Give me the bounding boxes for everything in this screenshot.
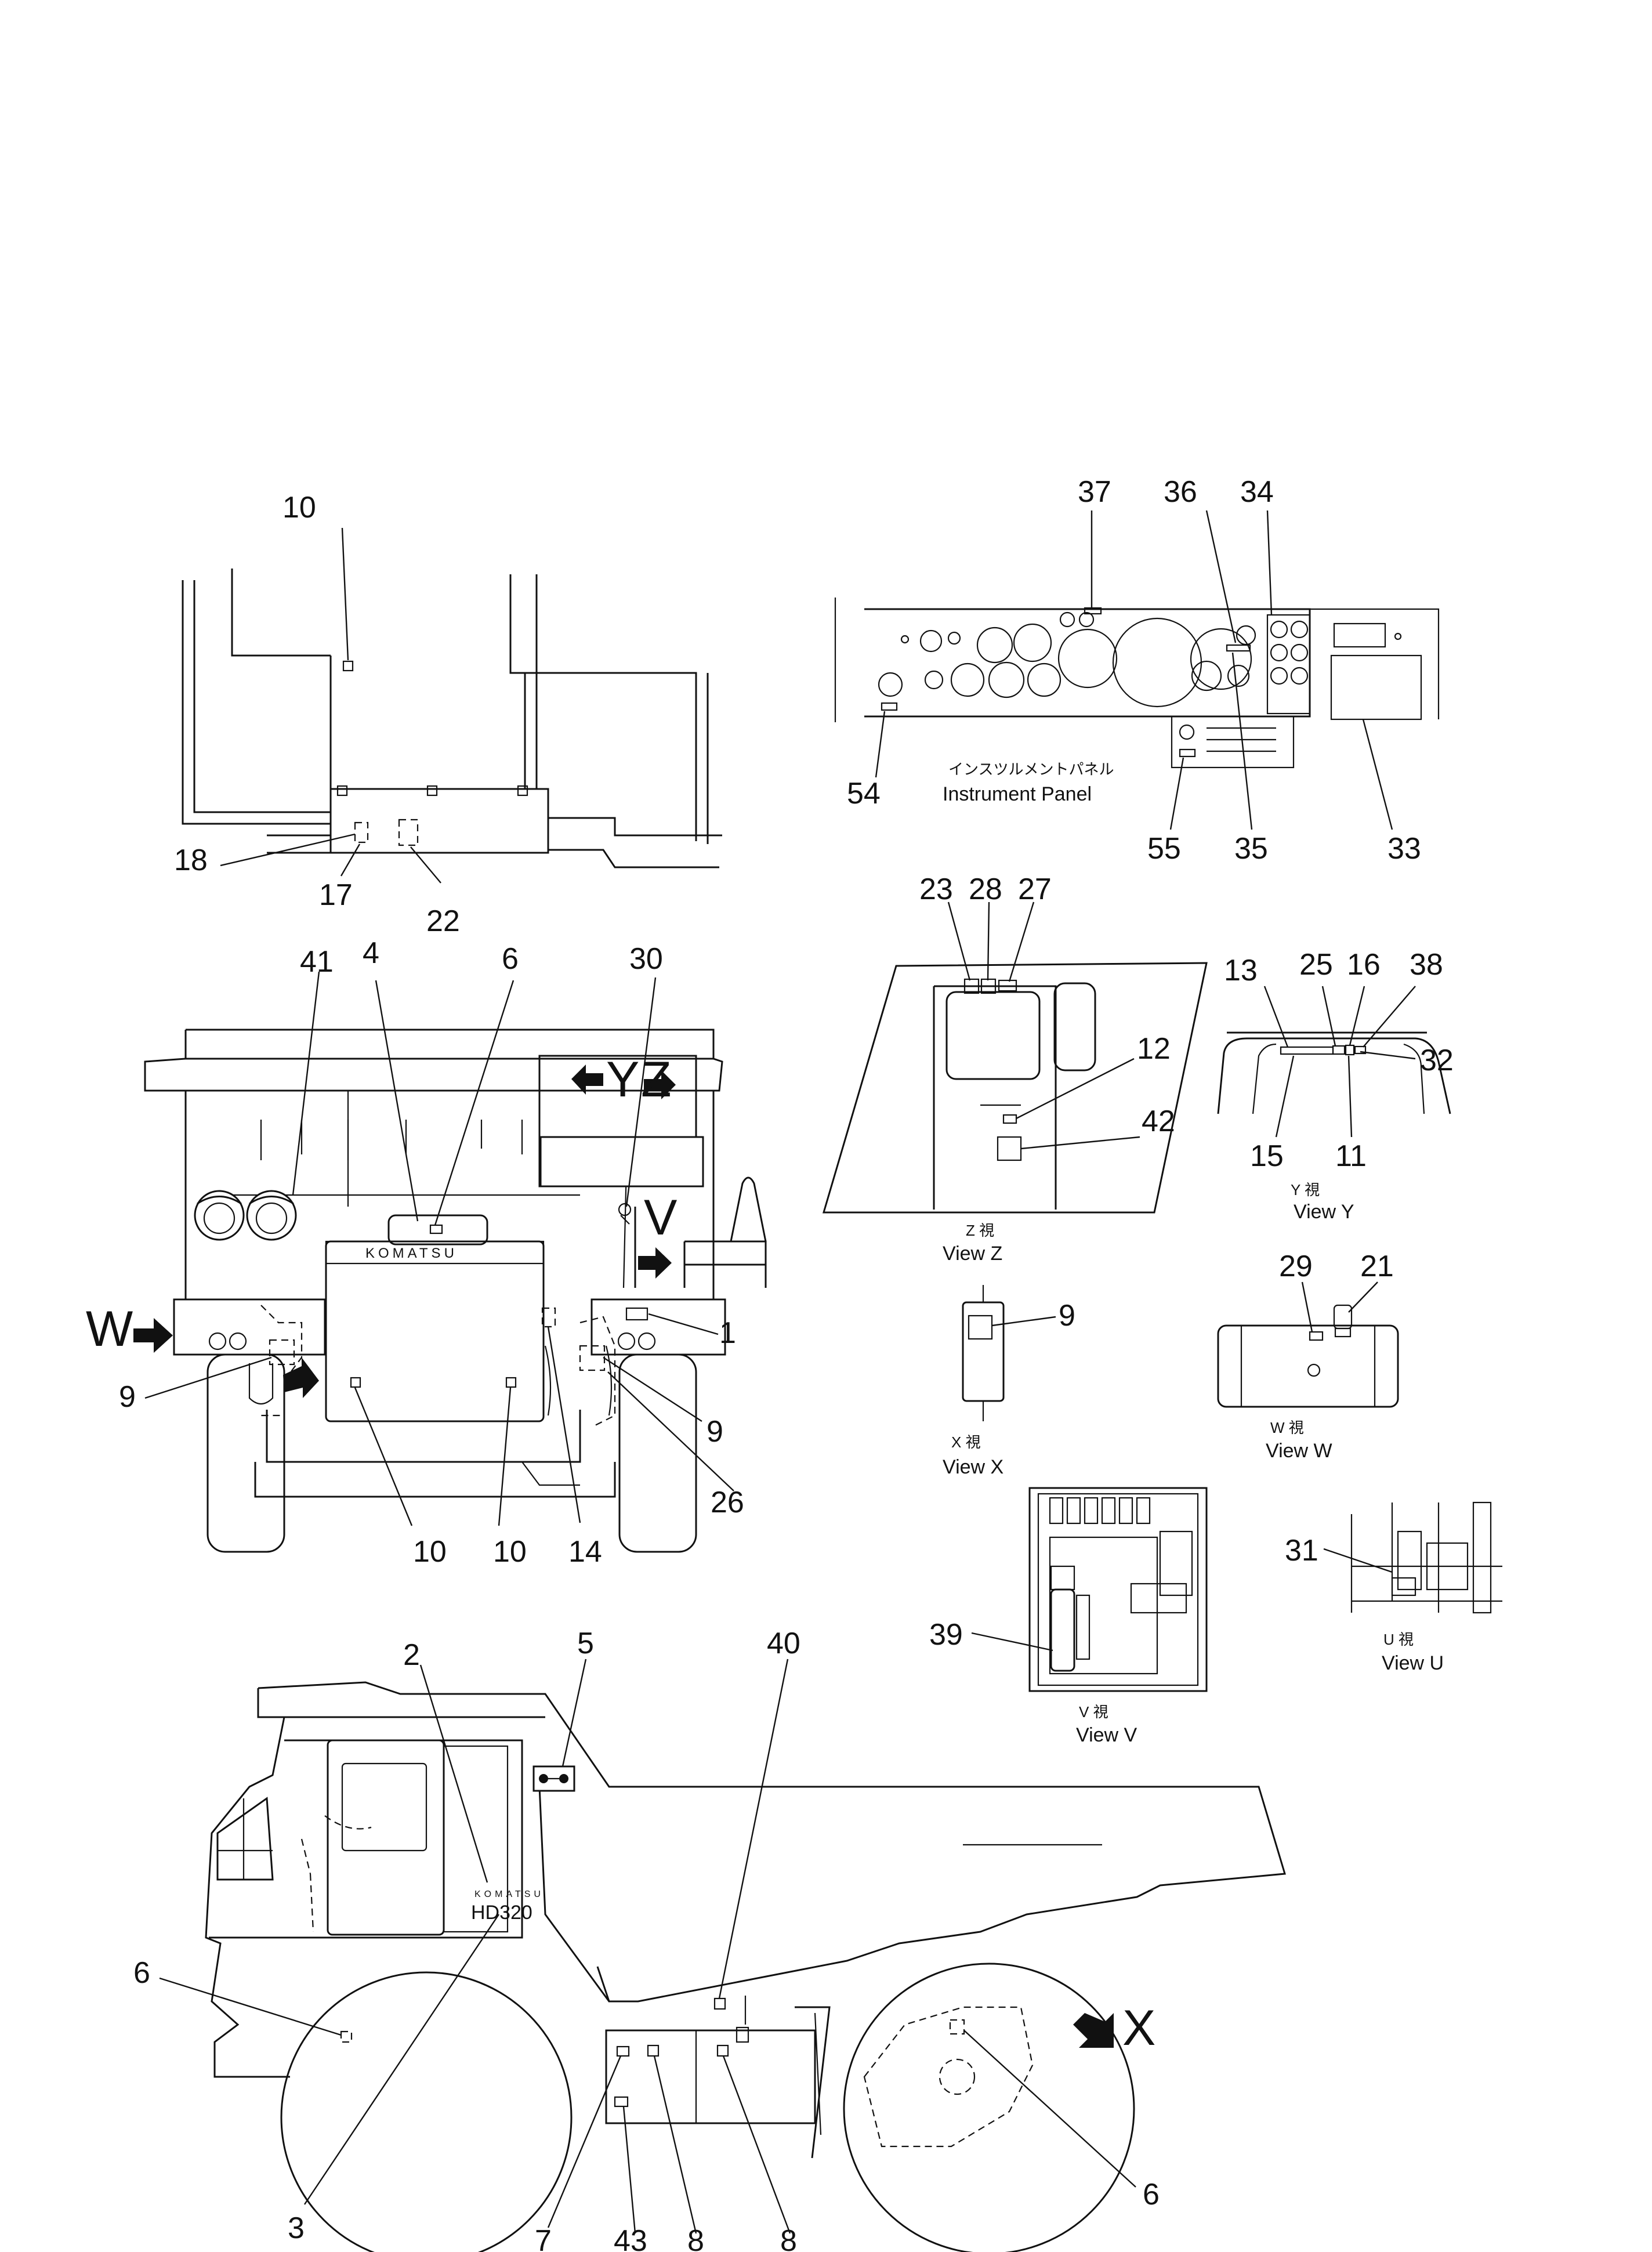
callout: 8 xyxy=(780,2224,797,2252)
callout: 54 xyxy=(847,777,881,810)
rear-view: KOMATSU W Y Z V 41 4 xyxy=(86,936,767,1569)
arrow-label-y: Y xyxy=(606,1052,639,1107)
callout: 42 xyxy=(1142,1105,1175,1138)
callout: 23 xyxy=(919,872,953,906)
callout: 37 xyxy=(1078,475,1111,509)
caption-jp: U 視 xyxy=(1383,1631,1414,1648)
callout: 2 xyxy=(403,1638,420,1672)
callout: 38 xyxy=(1410,948,1443,982)
caption-en: View X xyxy=(943,1456,1003,1478)
callout: 6 xyxy=(502,942,519,976)
callout: 31 xyxy=(1285,1534,1318,1567)
caption-en: View U xyxy=(1382,1652,1444,1674)
callout: 15 xyxy=(1250,1139,1284,1173)
callout: 43 xyxy=(614,2224,647,2252)
callout: 18 xyxy=(174,843,208,877)
caption-en: View Y xyxy=(1294,1201,1354,1223)
callout: 28 xyxy=(969,872,1002,906)
callout: 29 xyxy=(1279,1250,1313,1283)
callout: 39 xyxy=(929,1618,963,1652)
callout: 40 xyxy=(767,1627,800,1660)
view-u: 31 U 視 View U xyxy=(1285,1501,1502,1674)
callout: 25 xyxy=(1299,948,1333,982)
callout: 21 xyxy=(1360,1250,1394,1283)
callout: 11 xyxy=(1335,1139,1367,1173)
callout: 36 xyxy=(1164,475,1197,509)
callout: 32 xyxy=(1420,1044,1454,1077)
caption-en: Instrument Panel xyxy=(943,783,1092,805)
callout: 17 xyxy=(319,878,353,912)
top-view: 10 18 17 22 xyxy=(174,491,722,938)
callout: 9 xyxy=(707,1415,723,1449)
callout: 41 xyxy=(300,945,334,979)
callout: 10 xyxy=(413,1535,447,1569)
callout: 1 xyxy=(719,1316,736,1350)
callout: 35 xyxy=(1234,832,1268,866)
view-y: 13 25 16 38 32 15 11 Y 視 View Y xyxy=(1217,948,1454,1223)
komatsu-logo: KOMATSU xyxy=(365,1246,458,1261)
callout: 4 xyxy=(363,936,379,970)
caption-jp: V 視 xyxy=(1079,1703,1108,1721)
callout: 33 xyxy=(1387,832,1421,866)
callout: 5 xyxy=(577,1627,594,1660)
callout: 12 xyxy=(1137,1032,1171,1066)
callout: 10 xyxy=(282,491,316,524)
arrow-label-w: W xyxy=(86,1301,133,1357)
caption-jp: W 視 xyxy=(1270,1419,1304,1436)
caption-jp: インスツルメントパネル xyxy=(948,761,1114,778)
callout: 3 xyxy=(288,2211,305,2245)
view-z: 23 28 27 12 42 Z 視 View Z xyxy=(822,872,1208,1265)
callout: 34 xyxy=(1240,475,1274,509)
caption-en: View Z xyxy=(943,1243,1002,1265)
side-view: KOMATSU HD320 X 2 5 40 6 3 7 xyxy=(133,1627,1286,2252)
callout: 6 xyxy=(1143,2178,1160,2211)
view-v: 39 V 視 View V xyxy=(929,1487,1208,1746)
instrument-panel: 37 36 34 54 55 35 33 インスツルメントパネル Instrum… xyxy=(834,475,1440,866)
view-x: 9 X 視 View X xyxy=(943,1285,1075,1478)
callout: 30 xyxy=(629,942,663,976)
callout: 9 xyxy=(119,1380,136,1414)
arrow-label-v: V xyxy=(644,1190,677,1246)
callout: 26 xyxy=(711,1486,744,1519)
callout: 14 xyxy=(568,1535,602,1569)
callout: 55 xyxy=(1147,832,1181,866)
callout: 9 xyxy=(1059,1299,1075,1333)
callout: 6 xyxy=(133,1956,150,1990)
callout: 27 xyxy=(1018,872,1052,906)
callout: 7 xyxy=(535,2224,552,2252)
callout: 22 xyxy=(426,904,460,938)
arrow-label-x: X xyxy=(1122,2000,1155,2056)
callout: 13 xyxy=(1224,954,1258,987)
callout: 10 xyxy=(493,1535,527,1569)
caption-en: View W xyxy=(1266,1440,1332,1462)
caption-jp: X 視 xyxy=(951,1433,981,1451)
callout: 16 xyxy=(1347,948,1381,982)
arrow-label-z: Z xyxy=(641,1052,672,1107)
model-badge: HD320 xyxy=(471,1902,532,1924)
view-w: 29 21 W 視 View W xyxy=(1217,1250,1399,1462)
caption-en: View V xyxy=(1076,1724,1137,1746)
caption-jp: Z 視 xyxy=(966,1222,994,1239)
caption-jp: Y 視 xyxy=(1291,1181,1320,1199)
komatsu-logo: KOMATSU xyxy=(474,1889,544,1899)
callout: 8 xyxy=(687,2224,704,2252)
